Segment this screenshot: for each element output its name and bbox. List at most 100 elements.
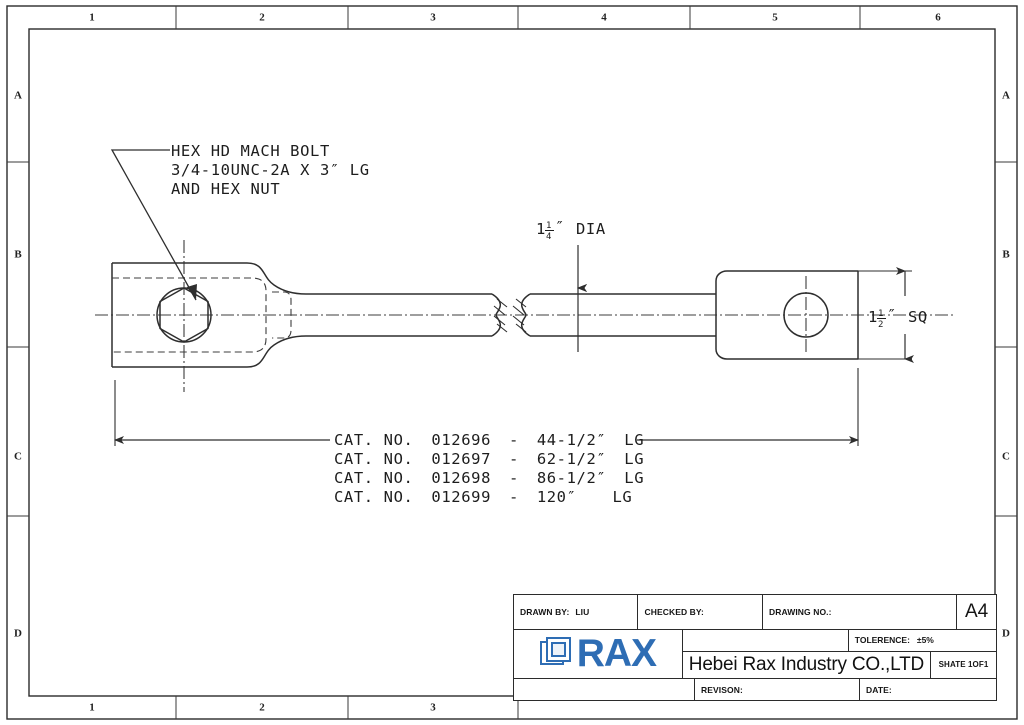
square-dimension bbox=[858, 267, 914, 363]
date-cell: DATE: bbox=[859, 679, 996, 700]
company-logo: RAX bbox=[514, 630, 682, 679]
title-block: DRAWN BY: LIU CHECKED BY: DRAWING NO.: A… bbox=[513, 594, 997, 701]
bolt-note-line-1: HEX HD MACH BOLT bbox=[171, 142, 330, 160]
catalog-lg-0: LG bbox=[624, 431, 644, 449]
left-clevis-hidden-lines bbox=[112, 277, 292, 353]
catalog-length-1: 62-1/2″ bbox=[537, 450, 607, 468]
catalog-prefix-0: CAT. NO. bbox=[334, 431, 413, 449]
catalog-number-1: 012697 bbox=[431, 450, 491, 468]
catalog-dash-1: - bbox=[509, 450, 519, 468]
sq-unit: ″ bbox=[887, 306, 896, 324]
rod-shaft bbox=[474, 293, 716, 337]
title-block-row-top: DRAWN BY: LIU CHECKED BY: DRAWING NO.: A… bbox=[514, 595, 996, 629]
bolt-note-line-3: AND HEX NUT bbox=[171, 180, 280, 198]
company-row: Hebei Rax Industry CO.,LTD SHATE 1OF1 bbox=[683, 651, 996, 679]
drawing-no-cell: DRAWING NO.: bbox=[761, 595, 956, 629]
sheet-frame bbox=[6, 5, 1018, 720]
catalog-number-3: 012699 bbox=[431, 488, 491, 506]
bolt-note-text: HEX HD MACH BOLT 3/4-10UNC-2A X 3″ LG AN… bbox=[171, 142, 370, 198]
zone-right-a: A bbox=[1002, 90, 1010, 102]
catalog-prefix-2: CAT. NO. bbox=[334, 469, 413, 487]
tolerance-label: TOLERENCE: bbox=[854, 635, 910, 646]
sq-numerator: 1 bbox=[878, 309, 883, 319]
catalog-length-2: 86-1/2″ bbox=[537, 469, 607, 487]
logo-wordmark: RAX bbox=[576, 632, 657, 676]
catalog-number-0: 012696 bbox=[431, 431, 491, 449]
catalog-prefix-1: CAT. NO. bbox=[334, 450, 413, 468]
diameter-dimension-text: 1 1 4 ″ DIA bbox=[536, 218, 606, 242]
zone-labels-left: A B C D bbox=[14, 90, 22, 640]
zone-left-b: B bbox=[14, 249, 22, 261]
zone-top-3: 3 bbox=[430, 12, 436, 24]
zone-top-2: 2 bbox=[259, 12, 265, 24]
break-symbol bbox=[491, 293, 531, 337]
tolerance-row: TOLERENCE: ±5% bbox=[682, 629, 996, 652]
catalog-row-2: CAT. NO. 012698 - 86-1/2″ LG bbox=[334, 469, 644, 487]
sq-denominator: 2 bbox=[878, 320, 883, 330]
title-block-row-bottom: REVISON: DATE: bbox=[514, 678, 996, 700]
catalog-lg-3: LG bbox=[612, 488, 632, 506]
sq-whole: 1 bbox=[868, 308, 877, 326]
checked-by-cell: CHECKED BY: bbox=[637, 595, 761, 629]
zone-labels-right: A B C D bbox=[1002, 90, 1010, 640]
left-clevis-body bbox=[111, 262, 474, 368]
date-label: DATE: bbox=[866, 684, 892, 695]
dia-whole: 1 bbox=[536, 220, 545, 238]
zone-right-c: C bbox=[1002, 451, 1010, 463]
dia-numerator: 1 bbox=[546, 221, 551, 231]
revision-label: REVISON: bbox=[701, 684, 743, 695]
logo-wrap: RAX bbox=[539, 632, 657, 676]
catalog-length-table: CAT. NO. 012696 - 44-1/2″ LG CAT. NO. 01… bbox=[334, 431, 644, 506]
catalog-length-3: 120″ bbox=[537, 488, 577, 506]
drawn-by-value: LIU bbox=[575, 606, 590, 617]
zone-right-b: B bbox=[1002, 249, 1010, 261]
revision-blank-cell bbox=[514, 679, 694, 700]
square-dimension-text: 1 1 2 ″ SQ bbox=[868, 306, 928, 330]
sheet-size-cell: A4 bbox=[956, 595, 996, 629]
catalog-prefix-3: CAT. NO. bbox=[334, 488, 413, 506]
checked-by-label: CHECKED BY: bbox=[644, 606, 704, 617]
dia-suffix: DIA bbox=[576, 220, 606, 238]
zone-bottom-1: 1 bbox=[89, 702, 95, 714]
catalog-length-0: 44-1/2″ bbox=[537, 431, 607, 449]
tolerance-value: ±5% bbox=[916, 635, 934, 646]
title-block-right-stack: TOLERENCE: ±5% Hebei Rax Industry CO.,LT… bbox=[681, 629, 996, 679]
zone-top-5: 5 bbox=[772, 12, 778, 24]
bolt-note-line-2: 3/4-10UNC-2A X 3″ LG bbox=[171, 161, 370, 179]
zone-labels-bottom: 1 2 3 bbox=[89, 702, 436, 714]
catalog-number-2: 012698 bbox=[431, 469, 491, 487]
catalog-row-1: CAT. NO. 012697 - 62-1/2″ LG bbox=[334, 450, 644, 468]
zone-top-4: 4 bbox=[601, 12, 607, 24]
drawn-by-label: DRAWN BY: bbox=[520, 606, 570, 617]
zone-top-6: 6 bbox=[935, 12, 941, 24]
revision-cell: REVISON: bbox=[694, 679, 859, 700]
tolerance-cell: TOLERENCE: ±5% bbox=[847, 629, 996, 651]
bolt-note-leader bbox=[110, 149, 197, 301]
drawing-no-label: DRAWING NO.: bbox=[768, 606, 832, 617]
zone-left-d: D bbox=[14, 628, 22, 640]
zone-bottom-2: 2 bbox=[259, 702, 265, 714]
tolerance-blank-cell bbox=[683, 630, 848, 651]
zone-labels-top: 1 2 3 4 5 6 bbox=[89, 12, 941, 24]
zone-bottom-3: 3 bbox=[430, 702, 436, 714]
overall-length-dimension bbox=[114, 368, 859, 446]
catalog-lg-1: LG bbox=[624, 450, 644, 468]
catalog-lg-2: LG bbox=[624, 469, 644, 487]
company-name: Hebei Rax Industry CO.,LTD bbox=[688, 653, 924, 675]
nested-squares-icon bbox=[539, 636, 574, 671]
catalog-dash-3: - bbox=[509, 488, 519, 506]
zone-right-d: D bbox=[1002, 628, 1010, 640]
catalog-row-3: CAT. NO. 012699 - 120″ LG bbox=[334, 488, 632, 506]
dia-denominator: 4 bbox=[546, 232, 551, 242]
catalog-row-0: CAT. NO. 012696 - 44-1/2″ LG bbox=[334, 431, 644, 449]
catalog-dash-0: - bbox=[509, 431, 519, 449]
zone-left-a: A bbox=[14, 90, 22, 102]
dia-unit: ″ bbox=[555, 218, 564, 236]
sheet-count: SHATE 1OF1 bbox=[930, 651, 996, 679]
sq-suffix: SQ bbox=[908, 308, 928, 326]
drawn-by-cell: DRAWN BY: LIU bbox=[514, 595, 637, 629]
zone-left-c: C bbox=[14, 451, 22, 463]
title-block-row-middle: RAX TOLERENCE: ±5% Hebei Rax Industry CO… bbox=[514, 628, 996, 679]
